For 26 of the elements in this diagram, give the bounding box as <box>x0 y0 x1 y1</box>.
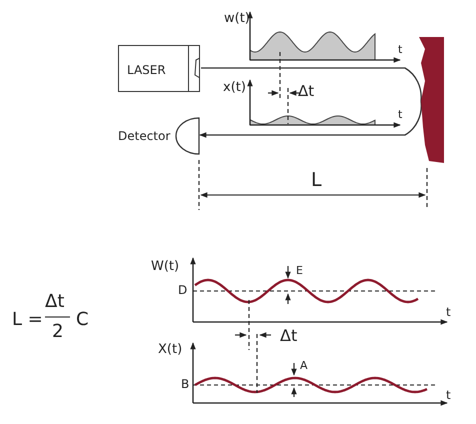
axis-label: t <box>446 389 451 401</box>
time-shift-label: Δt <box>298 84 314 99</box>
offset-label: B <box>181 378 190 390</box>
device-label: Detector <box>118 130 170 142</box>
axis-label: t <box>398 44 402 55</box>
device-label: LASER <box>127 63 166 77</box>
axis-label: t <box>398 109 402 120</box>
axis-label: W(t) <box>151 260 180 273</box>
light-beam <box>199 100 422 138</box>
light-beam <box>201 67 422 102</box>
detector-icon <box>175 117 200 155</box>
formula-text: Δt <box>45 293 64 311</box>
amplitude-label: E <box>296 265 303 276</box>
amplitude-label: A <box>300 360 308 371</box>
time-shift-label: Δt <box>280 328 298 344</box>
axis-label: X(t) <box>158 343 182 356</box>
axis-label: w(t) <box>224 12 250 25</box>
formula-text: 2 <box>52 323 64 341</box>
formula-text: L = <box>12 311 43 329</box>
laser-box <box>118 45 200 92</box>
axis-label: x(t) <box>223 81 246 94</box>
formula-text: C <box>76 311 89 329</box>
dimension-label: L <box>311 171 322 190</box>
target-surface <box>419 37 444 163</box>
axis-label: t <box>446 306 451 318</box>
offset-label: D <box>178 284 188 296</box>
